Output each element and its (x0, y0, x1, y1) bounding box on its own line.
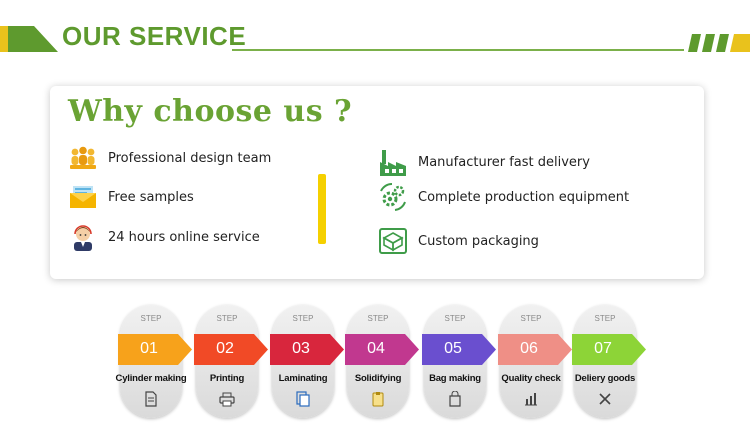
step-label: Bag making (429, 373, 481, 384)
step-number-band (572, 334, 646, 365)
step-number: 03 (292, 340, 310, 357)
section-title: OUR SERVICE (62, 21, 247, 51)
step-number: 02 (216, 340, 234, 357)
feature-label: 24 hours online service (108, 229, 260, 245)
tools-icon (597, 391, 613, 407)
header-divider-line (232, 49, 684, 51)
feature-item: Manufacturer fast delivery (378, 147, 590, 177)
team-icon (68, 143, 98, 173)
feature-item: Complete production equipment (378, 182, 629, 212)
header-accent-left (0, 26, 58, 52)
feature-item: 24 hours online service (68, 222, 260, 252)
step-number-band (194, 334, 268, 365)
step-caption: STEP (367, 314, 389, 323)
step-label: Solidifying (354, 373, 402, 384)
step-label: Deliery goods (574, 373, 636, 384)
step-caption: STEP (292, 314, 314, 323)
step-caption: STEP (444, 314, 466, 323)
feature-label: Manufacturer fast delivery (418, 154, 590, 170)
feature-label: Complete production equipment (418, 189, 630, 205)
bar-chart-icon (523, 391, 539, 407)
bag-icon (447, 390, 463, 407)
printer-icon (219, 391, 235, 407)
feature-divider (318, 174, 326, 244)
step-number: 05 (444, 340, 462, 357)
feature-item: Professional design team (68, 143, 271, 173)
document-icon (143, 391, 159, 407)
envelope-icon (68, 182, 98, 212)
card-heading: Why choose us ? (68, 94, 353, 129)
step-label: Cylinder making (115, 373, 187, 384)
step-caption: STEP (520, 314, 542, 323)
step-caption: STEP (140, 314, 162, 323)
layers-icon (295, 391, 311, 407)
step-number-band (345, 334, 419, 365)
step-number-band (422, 334, 496, 365)
step-label: Laminating (278, 373, 328, 384)
feature-item: Free samples (68, 182, 194, 212)
package-icon (378, 226, 408, 256)
step-number: 07 (594, 340, 612, 357)
feature-item: Custom packaging (378, 226, 539, 256)
step-label: Quality check (501, 373, 561, 384)
step-caption: STEP (216, 314, 238, 323)
gears-icon (378, 182, 408, 212)
clipboard-icon (370, 391, 386, 407)
step-number: 06 (520, 340, 538, 357)
why-choose-us-card (50, 86, 704, 279)
support-agent-icon (68, 222, 98, 252)
factory-icon (378, 147, 408, 177)
header-accent-bars (688, 34, 750, 52)
feature-label: Free samples (108, 189, 194, 205)
step-number: 04 (367, 340, 385, 357)
step-caption: STEP (594, 314, 616, 323)
step-label: Printing (209, 373, 245, 384)
step-number-band (498, 334, 572, 365)
step-number-band (118, 334, 192, 365)
feature-label: Professional design team (108, 150, 272, 166)
step-number: 01 (140, 340, 158, 357)
feature-label: Custom packaging (418, 233, 539, 249)
step-number-band (270, 334, 344, 365)
